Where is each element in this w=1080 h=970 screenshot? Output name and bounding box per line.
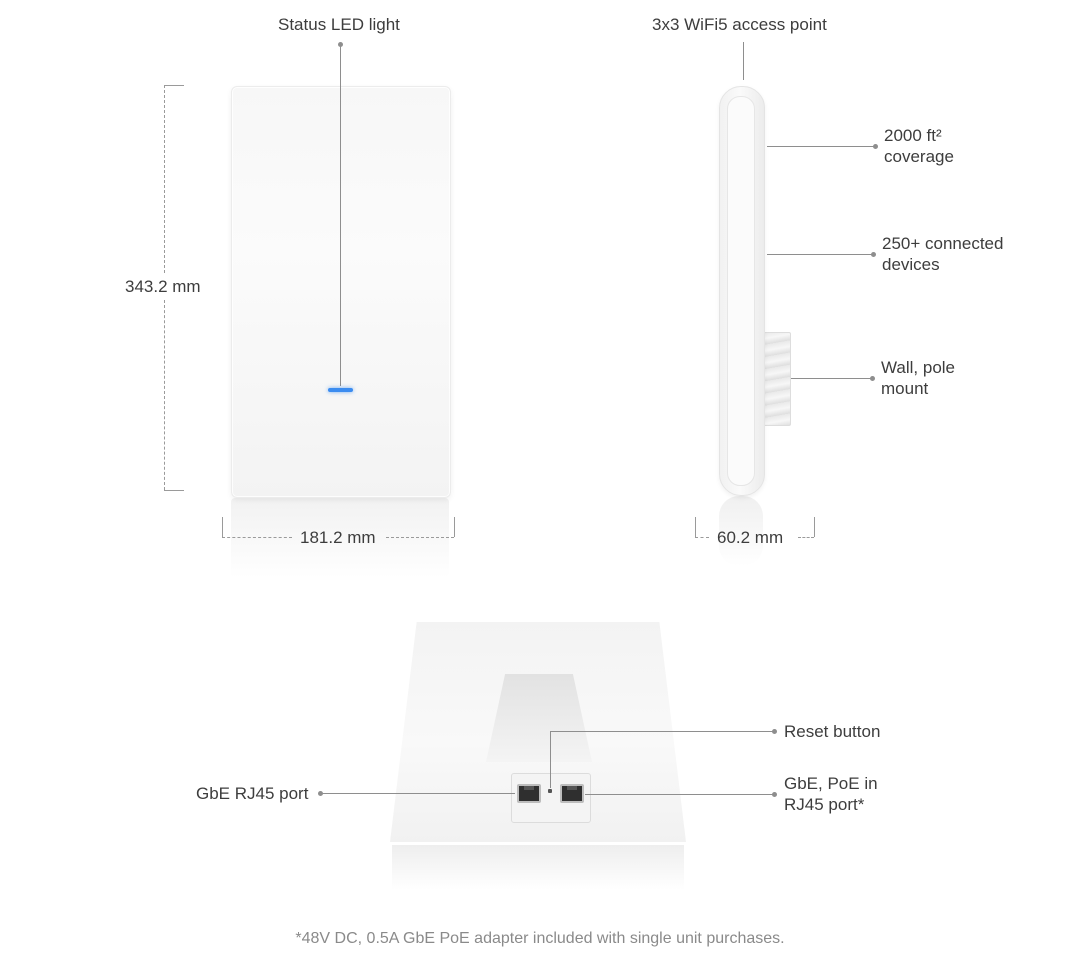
poe-port-callout-line [585,794,774,795]
reset-button-label: Reset button [784,722,881,741]
height-dim-tick-top [164,85,184,86]
coverage-label-line2: coverage [884,147,954,166]
width-dim-tick-right [454,517,455,537]
mount-callout-dot [870,376,875,381]
height-dim-line-bottom [164,300,165,490]
footnote: *48V DC, 0.5A GbE PoE adapter included w… [295,930,785,947]
poe-port-label-line2: RJ45 port* [784,795,865,814]
access-point-callout-line [743,42,744,80]
depth-dim-line-left [695,537,709,538]
depth-dim-tick-right [814,517,815,537]
width-dim-line-right [386,537,454,538]
poe-port-callout-dot [772,792,777,797]
mount-callout-line [791,378,872,379]
height-dim-tick-bottom [164,490,184,491]
width-dim-tick-left [222,517,223,537]
height-dim-line-top [164,85,165,273]
gbe-port-label: GbE RJ45 port [196,784,309,803]
devices-label-line2: devices [882,255,940,274]
status-led [328,388,353,392]
coverage-callout-dot [873,144,878,149]
mount-label-line2: mount [881,379,929,398]
access-point-front-view [231,86,451,498]
mount-label-line1: Wall, pole [881,358,956,377]
depth-dimension-label: 60.2 mm [717,528,784,547]
coverage-label-line1: 2000 ft² [884,126,942,145]
reset-callout-line-vertical [550,731,551,788]
gbe-port-callout-line [321,793,515,794]
depth-dim-tick-left [695,517,696,537]
height-dimension-label: 343.2 mm [125,277,201,296]
width-dimension-label: 181.2 mm [300,528,376,547]
access-point-label: 3x3 WiFi5 access point [652,15,827,34]
access-point-side-inner [727,96,755,486]
gbe-rj45-port [517,784,541,803]
devices-callout-line [767,254,873,255]
mount-label: Wall, pole mount [881,357,955,399]
gbe-port-callout-dot [318,791,323,796]
bottom-reflection [392,845,684,890]
reset-button [548,789,552,793]
coverage-label: 2000 ft² coverage [884,125,954,167]
reset-callout-dot [772,729,777,734]
poe-rj45-port [560,784,584,803]
devices-label-line1: 250+ connected [882,234,1004,253]
status-led-callout-dot [338,42,343,47]
reset-callout-line-horizontal [550,731,774,732]
poe-port-label-line1: GbE, PoE in [784,774,878,793]
status-led-label: Status LED light [278,15,400,34]
side-reflection [719,496,763,566]
width-dim-line-left [222,537,292,538]
status-led-callout-line [340,44,341,386]
mount-bracket-bottom [486,674,592,762]
poe-port-label: GbE, PoE in RJ45 port* [784,773,878,815]
front-reflection [231,498,449,578]
devices-callout-dot [871,252,876,257]
mount-bracket-side [761,332,791,426]
depth-dim-line-right [798,537,814,538]
devices-label: 250+ connected devices [882,233,1003,275]
coverage-callout-line [767,146,875,147]
